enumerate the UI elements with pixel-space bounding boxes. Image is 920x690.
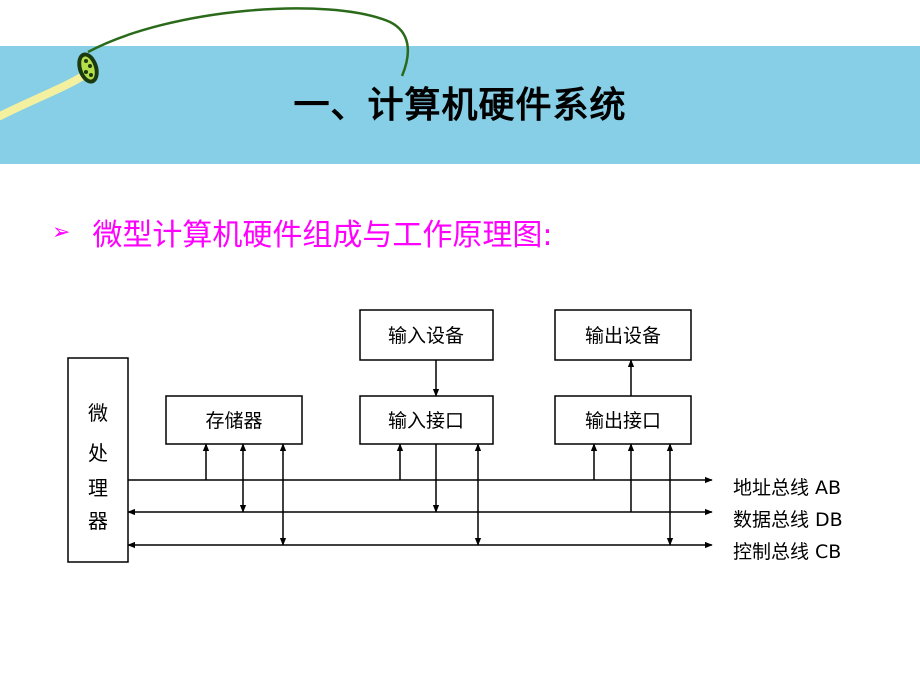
- cpu-label-char: 微: [88, 401, 108, 425]
- output-device-box: [554, 309, 692, 361]
- cpu-box: [67, 357, 129, 563]
- output-interface-box: [554, 395, 692, 445]
- title-band: [0, 46, 920, 164]
- control-bus-label: 控制总线 CB: [733, 541, 841, 563]
- output-device-label: 输出设备: [585, 325, 661, 347]
- input-interface-label: 输入接口: [388, 410, 464, 432]
- cpu-label-char: 处: [88, 441, 108, 465]
- plant-decoration-icon: [0, 7, 410, 120]
- address-bus-label: 地址总线 AB: [733, 477, 841, 499]
- data-bus-label: 数据总线 DB: [733, 509, 843, 531]
- subtitle-text: 微型计算机硬件组成与工作原理图:: [92, 218, 553, 253]
- input-interface-box: [359, 395, 494, 445]
- output-interface-label: 输出接口: [585, 410, 661, 432]
- arrowhead-bullet-icon: ➢: [52, 219, 71, 245]
- cpu-label-char: 器: [88, 509, 108, 533]
- subtitle-line: ➢ 微型计算机硬件组成与工作原理图:: [52, 212, 553, 253]
- input-device-box: [359, 309, 494, 361]
- slide-title: 一、计算机硬件系统: [293, 84, 627, 126]
- input-device-label: 输入设备: [388, 325, 464, 347]
- cpu-label-char: 理: [88, 476, 108, 500]
- memory-box: [165, 395, 303, 445]
- memory-label: 存储器: [205, 410, 262, 432]
